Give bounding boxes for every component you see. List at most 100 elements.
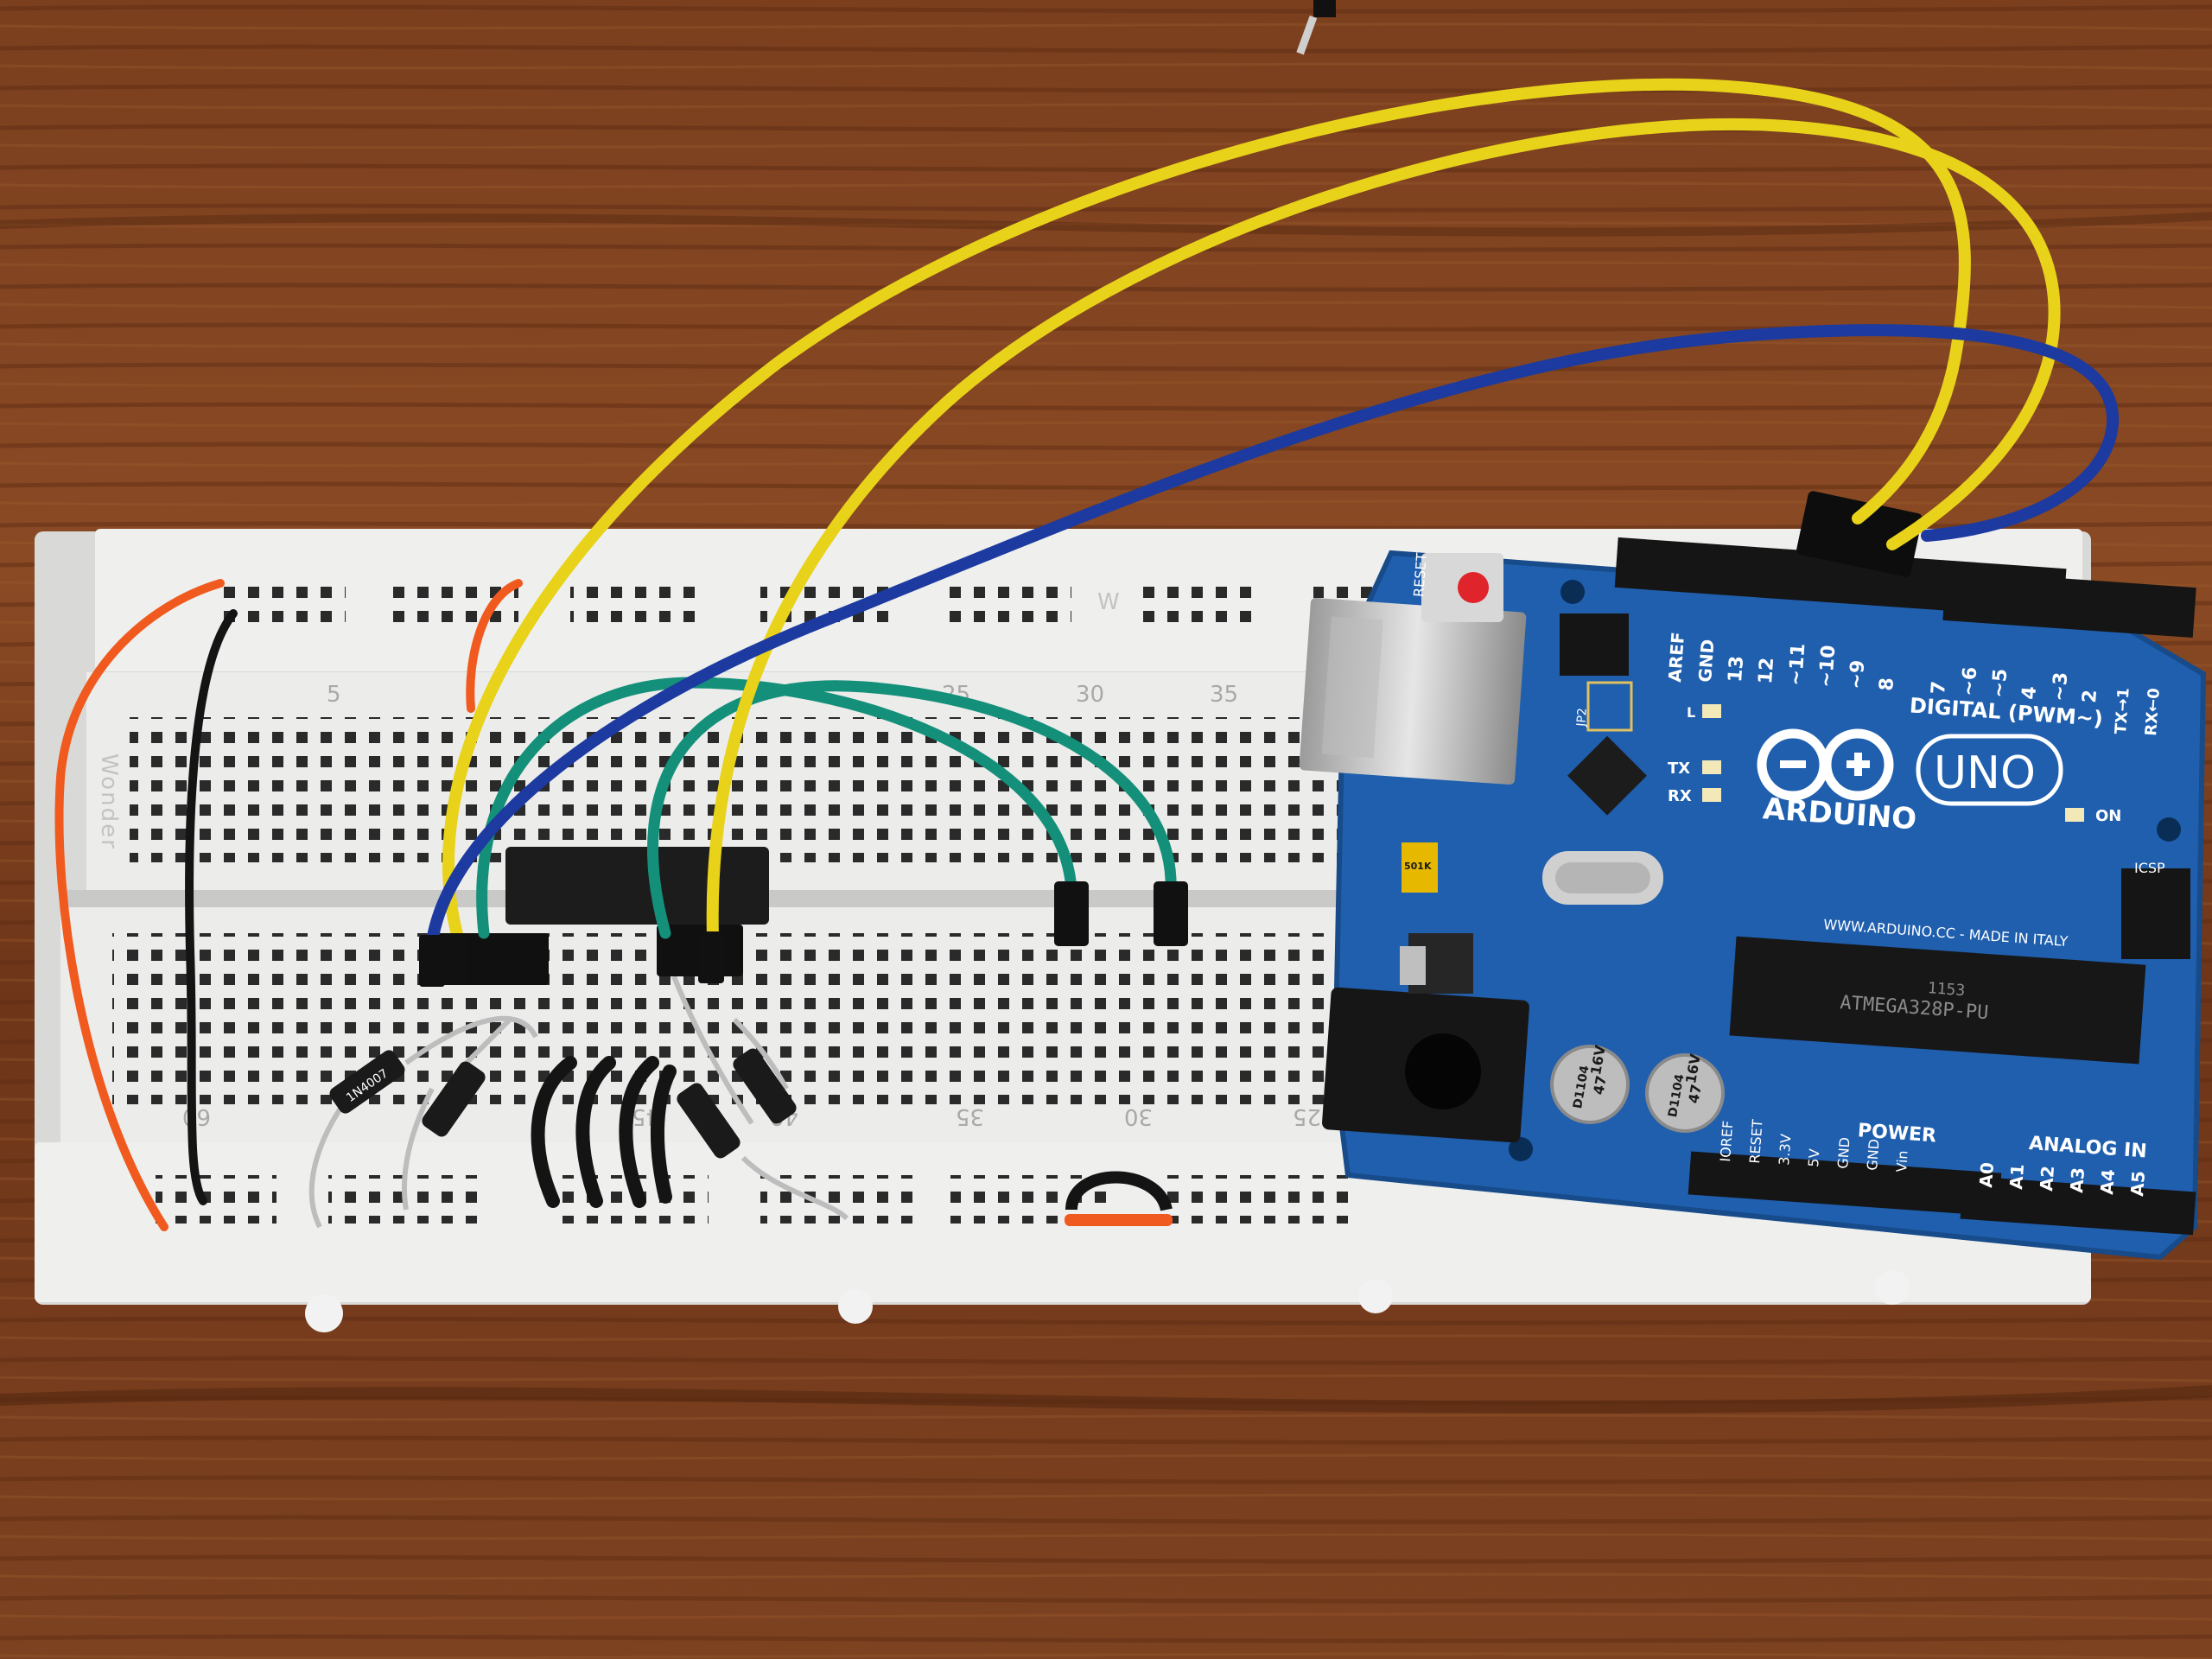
svg-text:~6: ~6 [1958,666,1981,696]
rail-holes [942,575,1071,623]
capacitor [1550,1045,1630,1124]
digital-pin-labels: AREF GND 13 12 ~11 ~10 ~9 8 7 ~6 ~5 4 ~3… [1664,632,2164,737]
rail-holes [156,1175,276,1224]
svg-text:12: 12 [1755,657,1778,684]
column-number: 60 [182,1103,211,1129]
svg-text:A1: A1 [2005,1163,2028,1190]
diode [329,1050,405,1114]
icsp-label: ICSP [2134,860,2165,876]
svg-text:~11: ~11 [1785,643,1809,687]
column-number: 30 [1076,682,1104,708]
led-tx [1702,760,1721,774]
analog-pin-labels: A0 A1 A2 A3 A4 A5 [1975,1161,2149,1197]
resonator [1402,842,1438,893]
svg-text:~5: ~5 [1988,668,2012,698]
model-name: UNO [1934,747,2036,799]
terminal-holes-top [130,717,1400,862]
atmega-date: 1153 [1927,979,1966,1000]
svg-text:TX→1: TX→1 [2112,687,2133,734]
led-label: L [1687,704,1695,721]
svg-text:13: 13 [1725,655,1748,683]
arduino-logo [1757,728,1894,801]
black-jumpers [531,1056,677,1208]
arduino-header-plugs [1796,491,1923,577]
svg-text:4: 4 [2018,685,2041,700]
uno-badge [1916,734,2063,806]
breadboard-foot [1358,1279,1393,1313]
capacitor-value: 47 [1685,1083,1705,1104]
breadboard-foot [838,1289,873,1324]
svg-text:~9: ~9 [1846,659,1869,690]
left-rail-wires [54,579,523,1231]
svg-text:AREF: AREF [1664,632,1688,683]
diode [422,1061,486,1137]
capacitor [1645,1053,1725,1133]
led-label: TX [1668,760,1690,778]
icsp-header [2121,868,2190,959]
jp2-pads [1586,681,1633,732]
svg-text:RX←0: RX←0 [2142,688,2164,737]
breadboard-foot [1875,1270,1910,1305]
rail-holes [760,1175,916,1224]
yellow-wire-plugs [419,931,724,987]
led-label: ON [2095,807,2121,825]
capacitor-value: 47 [1590,1074,1610,1096]
diode [733,1048,797,1124]
rail-holes [1132,575,1262,623]
svg-text:A2: A2 [2036,1165,2058,1192]
svg-text:8: 8 [1876,677,1898,691]
stray-wire-tip [1296,0,1336,55]
svg-text:A4: A4 [2096,1168,2119,1195]
resonator-label: 501K [1404,861,1432,872]
blue-wire [426,324,2120,948]
svg-text:GND: GND [1834,1136,1853,1169]
svg-text:3.3V: 3.3V [1776,1134,1794,1166]
column-number: 35 [1210,682,1238,708]
rail-holes [216,575,346,623]
svg-text:~3: ~3 [2049,671,2072,702]
svg-text:IOREF: IOREF [1717,1120,1736,1162]
svg-text:A3: A3 [2066,1166,2088,1193]
power-pin-labels: IOREF RESET 3.3V 5V GND GND Vin [1717,1119,1911,1173]
led-rx [1702,788,1721,802]
small-jumper [1065,1171,1173,1226]
led-label: RX [1668,787,1692,805]
svg-text:GND: GND [1694,639,1718,683]
svg-text:2: 2 [2079,689,2101,703]
jumper-label: JP2 [1574,708,1590,728]
svg-text:A0: A0 [1975,1161,1998,1188]
yellow-wire-1 [442,78,1971,944]
svg-text:RESET: RESET [1746,1119,1766,1165]
yellow-wire-2 [706,118,2061,944]
digital-header-2 [1942,569,2196,639]
icsp2-header [1560,613,1629,676]
reset-label: RESET [1410,552,1430,598]
analog-header [1960,1175,2196,1236]
led-l [1702,704,1721,718]
breadboard-brand: Wonder [96,753,122,850]
arduino-board: RESET 501K D1104 47 16V D1104 47 16V ATM… [1299,537,2207,1261]
breadboard-foot [305,1294,343,1332]
rail-holes [570,575,700,623]
power-header [1688,1151,2002,1217]
diode [677,1083,741,1159]
svg-text:GND: GND [1864,1138,1883,1171]
column-number: 5 [327,682,341,708]
column-number: 35 [956,1103,984,1129]
svg-text:Vin: Vin [1893,1150,1911,1173]
svg-text:7: 7 [1928,680,1950,695]
long-wires [426,78,2120,948]
atmega-chip [1729,936,2146,1065]
led-on [2065,808,2084,822]
svg-text:5V: 5V [1805,1148,1822,1167]
usb-chip [1567,735,1647,816]
svg-text:~10: ~10 [1815,645,1840,689]
teal-wire-plug [1154,881,1188,946]
reset-button-cap[interactable] [1458,572,1489,603]
svg-text:A5: A5 [2126,1170,2149,1197]
rail-mark: W [1097,589,1122,615]
column-number: 30 [1124,1103,1153,1129]
column-number: 25 [1293,1103,1321,1129]
teal-wire-plug [1054,881,1089,946]
